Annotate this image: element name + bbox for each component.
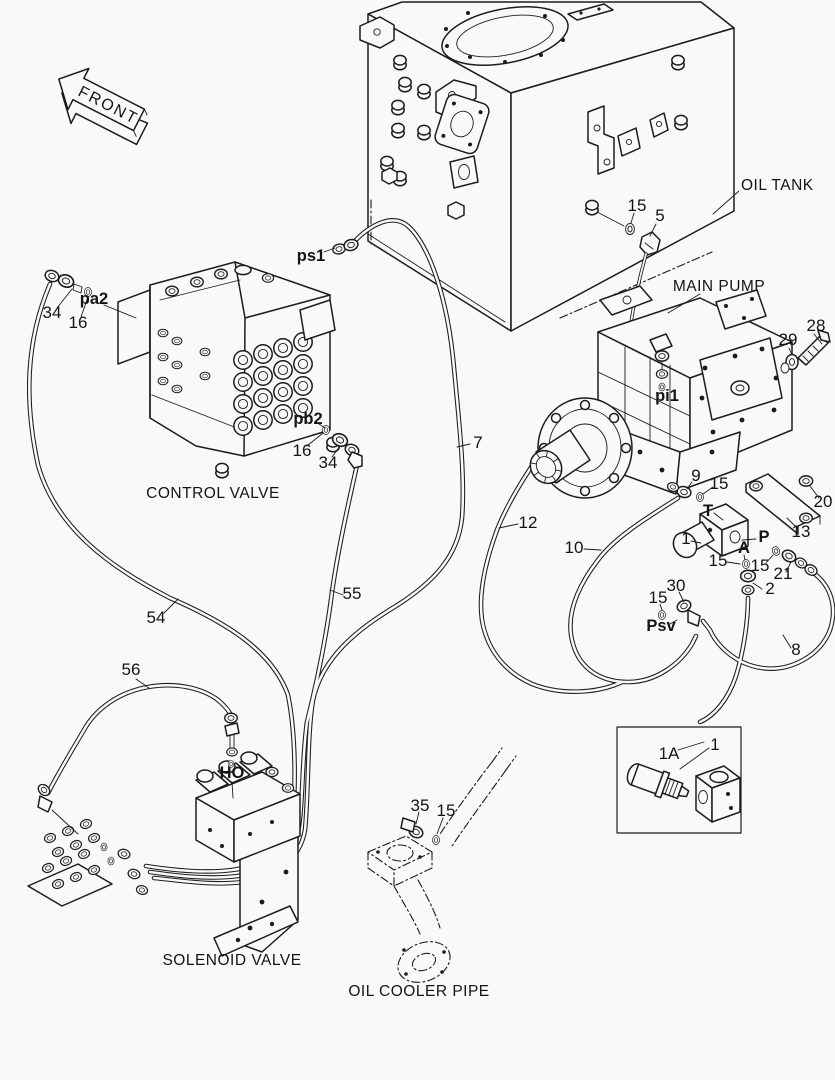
solenoid-coils <box>195 751 295 793</box>
callout-5: 5 <box>655 206 664 225</box>
oil-cooler-pipe-label: OIL COOLER PIPE <box>348 983 489 1000</box>
port-label-ps1: ps1 <box>297 247 325 265</box>
callout-13: 13 <box>792 522 811 541</box>
callout-15-psv: 15 <box>649 588 668 607</box>
pi1-fitting-group <box>649 333 673 392</box>
callout-28: 28 <box>807 316 826 335</box>
detail-box <box>616 726 742 834</box>
oil-tank-drawing <box>359 1 735 332</box>
callout-15-cooler: 15 <box>437 801 456 820</box>
detail-block-1 <box>695 765 741 823</box>
callout-20: 20 <box>814 492 833 511</box>
bolt-28 <box>797 329 831 366</box>
port-label-ho: HO <box>220 764 245 782</box>
main-pump-label: MAIN PUMP <box>673 278 765 295</box>
filler-ring <box>441 6 569 66</box>
callout-2: 2 <box>765 579 774 598</box>
callout-15-p: 15 <box>751 556 770 575</box>
port-label-pb2: pb2 <box>293 410 322 428</box>
callout-34-pb2: 34 <box>319 453 338 472</box>
callout-56: 56 <box>122 660 141 679</box>
tank-bracket-left <box>359 16 395 49</box>
callout-9: 9 <box>691 466 700 485</box>
pa2-fitting-group <box>42 267 92 297</box>
tank-bracket-right <box>587 105 615 175</box>
control-valve-label: CONTROL VALVE <box>146 485 280 502</box>
callout-15-t: 15 <box>710 474 729 493</box>
pb2-fitting-group <box>322 425 363 469</box>
control-valve-drawing <box>42 237 363 479</box>
callout-1a-detail: 1A <box>659 744 680 763</box>
text-labels: OIL TANK MAIN PUMP CONTROL VALVE SOLENOI… <box>43 177 833 1000</box>
callout-1: 1 <box>681 529 690 548</box>
solenoid-valve-drawing <box>27 712 301 957</box>
elbow-35 <box>400 817 440 845</box>
callout-15-tank: 15 <box>628 196 647 215</box>
callout-10: 10 <box>565 538 584 557</box>
callout-15-a: 15 <box>709 551 728 570</box>
elbow-5 <box>639 231 661 256</box>
oil-cooler-pipe-drawing <box>367 747 517 983</box>
callout-29: 29 <box>779 330 798 349</box>
port-label-p: P <box>758 528 769 546</box>
ho-fitting-stack <box>224 712 240 799</box>
bolt-20 <box>798 475 814 487</box>
washer-29 <box>780 353 799 374</box>
callout-54: 54 <box>147 608 166 627</box>
port-label-pa2: pa2 <box>80 290 108 308</box>
callout-21: 21 <box>774 564 793 583</box>
callout-1-detail: 1 <box>710 735 719 754</box>
callout-35: 35 <box>411 796 430 815</box>
front-arrow: FRONT <box>58 67 149 146</box>
port-label-psv: Psv <box>646 617 676 635</box>
port-label-t: T <box>703 502 713 520</box>
callout-7: 7 <box>473 433 482 452</box>
manifold-block <box>27 817 150 907</box>
callout-16-pa2: 16 <box>69 313 88 332</box>
callout-8: 8 <box>791 640 800 659</box>
callout-16-pb2: 16 <box>293 441 312 460</box>
block-1 <box>672 503 749 559</box>
callout-12: 12 <box>519 513 538 532</box>
t-block-assembly <box>658 473 821 627</box>
port-label-a: A <box>738 539 750 557</box>
cartridge-1a <box>626 763 690 800</box>
port-label-pi1: pi1 <box>655 387 679 405</box>
callout-55: 55 <box>343 584 362 603</box>
solenoid-valve-label: SOLENOID VALVE <box>162 952 301 969</box>
oil-tank-label: OIL TANK <box>741 177 814 194</box>
main-pump-drawing <box>529 285 831 499</box>
hose-56-elbow <box>35 781 79 835</box>
ps1-fitting-group <box>330 237 360 256</box>
leader-lines <box>56 190 823 835</box>
callout-34-pa2: 34 <box>43 303 62 322</box>
callout-30: 30 <box>667 576 686 595</box>
elbow-30-group <box>658 597 701 627</box>
